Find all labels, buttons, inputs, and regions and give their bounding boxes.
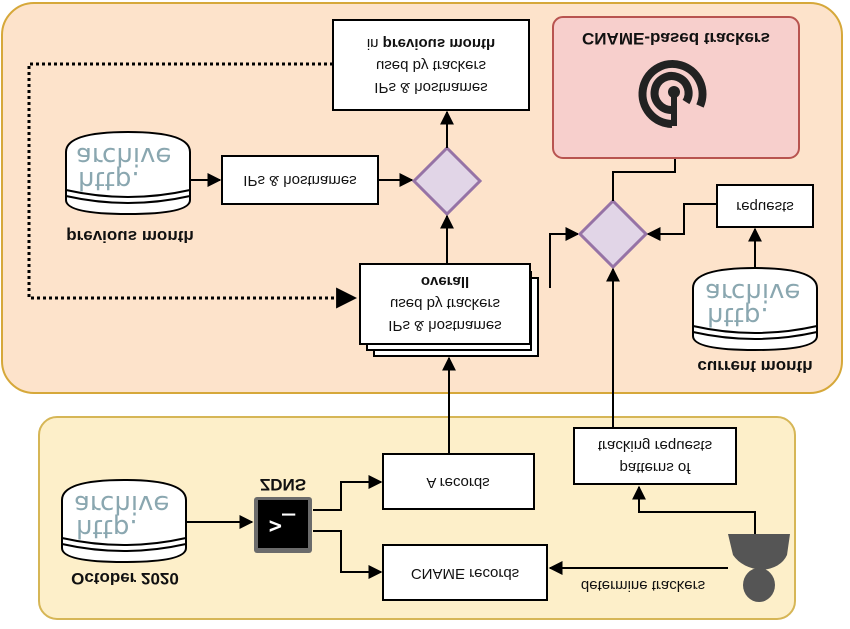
october-2020-caption: October 2020 [71,569,179,588]
a-records-box [382,453,535,510]
connector [632,485,756,534]
connector [549,227,580,288]
cname-records-label: CNAME records [411,565,519,582]
cname-records-box [382,544,548,601]
current-month-caption: current month [697,357,812,376]
archive-logo-top: http. [78,165,140,195]
overall-trackers-box [359,263,531,345]
archive-logo-bottom: archive [74,489,169,519]
connector [313,530,383,579]
patterns-line2: tracking requests [598,437,712,454]
patterns-box [573,427,737,485]
overall-line1: IPs & hostnames [388,317,501,334]
merge-diamond-1 [411,145,483,217]
previous-trackers-line2: used by trackers [376,57,486,74]
patterns-line1: patterns of [620,459,692,476]
connector [313,475,383,511]
ips-hostnames-label: IPs & hostnames [243,172,356,189]
connector [646,203,717,241]
previous-month-caption: previous month [66,227,194,246]
dotted-feedback-connector [27,62,358,309]
a-records-label: A records [426,474,489,491]
spy-camera-icon [728,534,790,602]
current-month-archive: archive http. [692,267,818,351]
previous-trackers-line3: in previous month [367,35,495,52]
requests-label: requests [736,198,794,215]
archive-logo-bottom: archive [76,141,171,171]
overall-line2: used by trackers [390,295,500,312]
previous-trackers-line1: IPs & hostnames [374,79,487,96]
zdns-label: ZDNS [260,475,306,494]
previous-month-trackers-box [332,19,530,111]
determine-trackers-label: determine trackers [581,577,705,594]
cname-trackers-title: CNAME-based trackers [582,29,770,48]
archive-logo-bottom: archive [705,277,800,307]
ips-hostnames-box [221,155,379,205]
archive-logo-top: http. [76,513,138,543]
merge-diamond-2 [577,198,649,270]
previous-month-archive: archive http. [65,131,191,215]
requests-box [716,184,814,228]
archive-logo-top: http. [707,301,769,331]
october-2020-archive: archive http. [61,479,187,563]
tracker-signal-icon [638,60,707,128]
overall-line3: overall [421,273,469,290]
terminal-icon: >_ [254,497,312,553]
svg-text:>_: >_ [269,513,296,538]
